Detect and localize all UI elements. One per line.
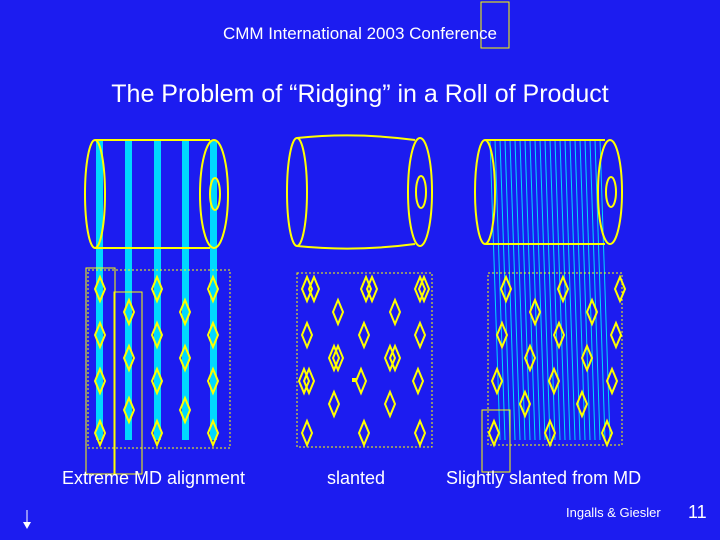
conference-header: CMM International 2003 Conference [222,24,498,43]
roll-left [84,139,231,475]
footer-authors: Ingalls & Giesler [566,505,661,520]
roll-middle-dots [352,378,356,382]
page-number: 11 [688,502,707,522]
roll-right-ridges [489,139,611,441]
slide-title: The Problem of “Ridging” in a Roll of Pr… [111,80,609,108]
roll-left-ridges [96,140,217,440]
roll-middle [286,134,433,448]
roll-left-diamonds [93,274,220,448]
header-marker-box [480,1,510,49]
roll-middle-diamonds [297,274,431,448]
down-arrow-icon [23,510,31,529]
caption-right: Slightly slanted from MD [446,468,642,488]
caption-left: Extreme MD alignment [62,468,246,488]
roll-right-diamonds [487,274,627,448]
roll-right [474,139,627,473]
caption-middle: slanted [327,468,386,488]
